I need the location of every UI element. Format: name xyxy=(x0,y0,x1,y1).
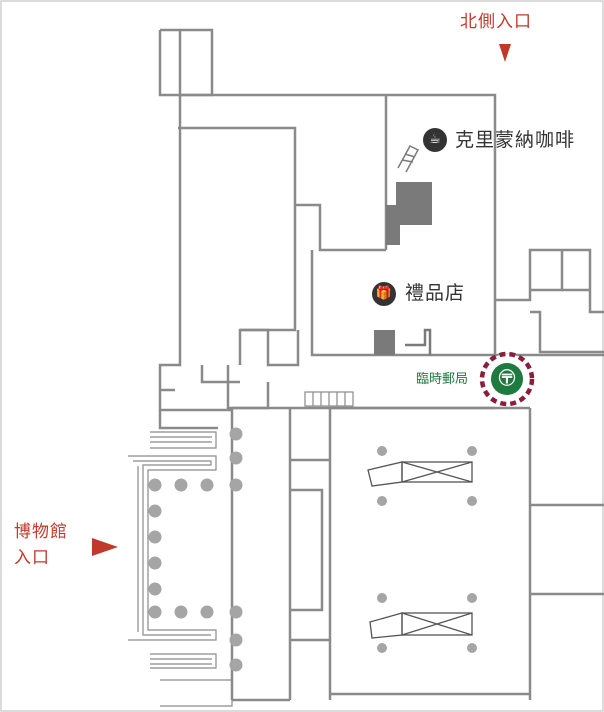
post-office-label[interactable]: 臨時郵局 xyxy=(416,372,469,387)
cafe-label[interactable]: 克里蒙納咖啡 xyxy=(455,129,576,151)
gift-icon[interactable]: 🎁 xyxy=(372,282,396,306)
museum-entrance-arrow-icon xyxy=(92,538,118,556)
west-staircase xyxy=(128,431,233,707)
columns xyxy=(148,427,477,672)
museum-entrance-label-line1: 博物館 xyxy=(14,522,68,542)
gift-shop-label[interactable]: 禮品店 xyxy=(405,282,466,304)
coffee-cup-icon[interactable]: ☕ xyxy=(423,128,447,152)
wall-north-tower xyxy=(160,28,214,97)
north-entrance-arrow-icon xyxy=(499,44,511,62)
wall-east-wing xyxy=(495,248,604,314)
dark-stairs xyxy=(374,182,432,355)
cafe-escalator xyxy=(397,145,420,173)
corridor-escalator xyxy=(304,391,354,407)
museum-entrance-label-line2: 入口 xyxy=(14,548,50,568)
north-entrance-label: 北側入口 xyxy=(460,12,532,32)
post-office-icon[interactable]: 〶 xyxy=(491,363,523,395)
hall-escalators xyxy=(367,461,473,639)
wall-central-block xyxy=(180,93,497,300)
